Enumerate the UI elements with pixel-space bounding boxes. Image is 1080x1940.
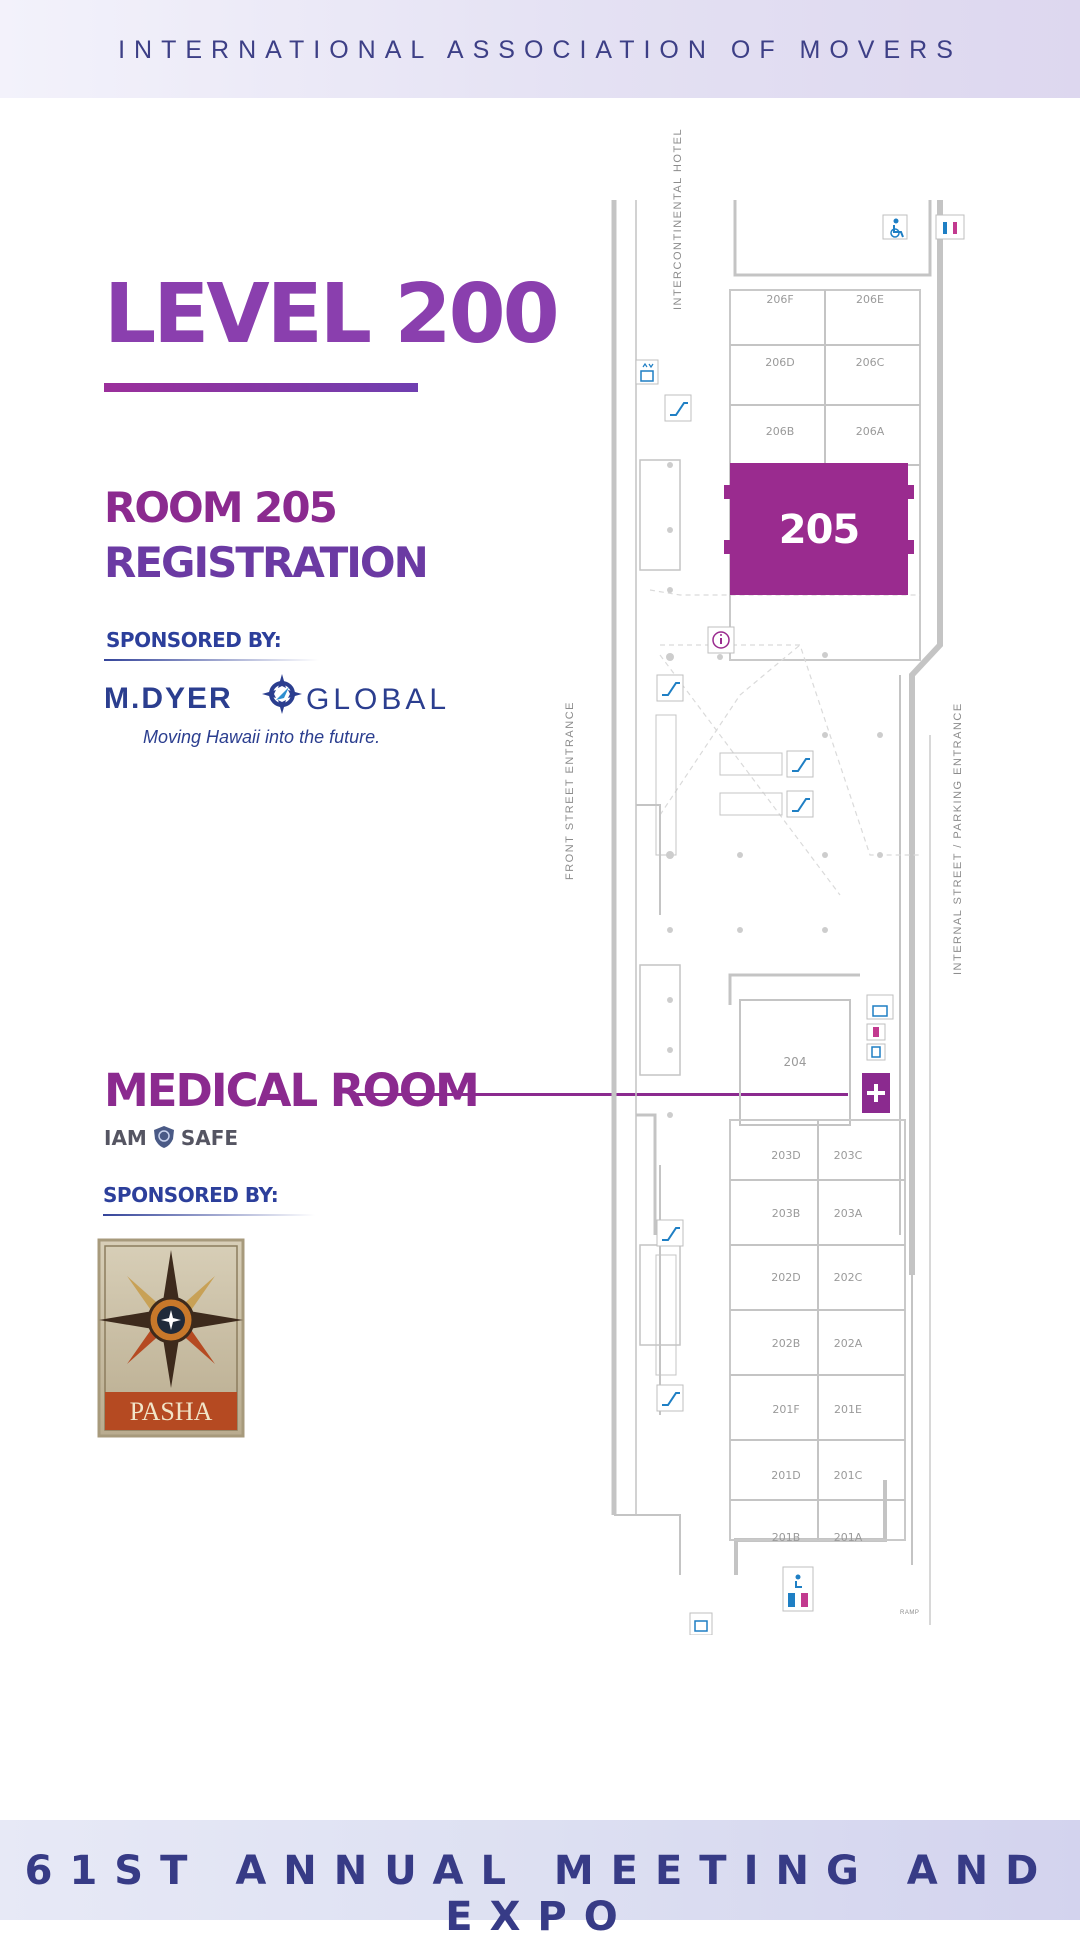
ramp-label: RAMP (900, 1610, 920, 1616)
room-201a: 201A (834, 1531, 863, 1544)
compass-icon (262, 674, 302, 714)
shield-icon (153, 1126, 174, 1148)
footer-band: 61ST ANNUAL MEETING AND EXPO (0, 1820, 1080, 1940)
room-201c: 201C (834, 1469, 863, 1482)
internal-street-label: INTERNAL STREET / PARKING ENTRANCE (952, 702, 964, 975)
room-204: 204 (784, 1055, 807, 1069)
room-202b: 202B (772, 1337, 801, 1350)
medical-sponsored-line (103, 1214, 315, 1216)
medical-pointer-line (350, 1093, 848, 1096)
level-underline (104, 383, 418, 392)
escalator-icon (656, 674, 684, 702)
room-205-highlight (730, 463, 908, 595)
registration-sponsored-label: SPONSORED BY: (106, 628, 282, 652)
escalator-icon (656, 1384, 684, 1412)
information-icon (707, 626, 735, 654)
iam-safe-right: SAFE (180, 1126, 239, 1150)
elevator-icon (866, 1043, 886, 1061)
compass-rose-icon (99, 1250, 243, 1388)
room-202d: 202D (771, 1271, 800, 1284)
room-206a: 206A (856, 425, 885, 438)
room-203a: 203A (834, 1207, 863, 1220)
room-203c: 203C (834, 1149, 863, 1162)
room-203d: 203D (771, 1149, 800, 1162)
registration-room: ROOM 205 (104, 483, 338, 532)
escalator-icon (786, 790, 814, 818)
restroom-icon (935, 214, 965, 240)
restroom-icon (866, 1023, 886, 1041)
accessible-restroom-icon (782, 1566, 814, 1612)
pasha-logo: PASHA (97, 1238, 245, 1438)
room-202a: 202A (834, 1337, 863, 1350)
registration-purpose: REGISTRATION (104, 538, 429, 587)
room-206f: 206F (766, 293, 793, 306)
registration-sponsored-line (104, 659, 319, 661)
intercontinental-hotel-label: INTERCONTINENTAL HOTEL (672, 127, 684, 310)
mdyer-name-right: GLOBAL (306, 683, 451, 716)
mdyer-name-left: M.DYER (104, 682, 233, 715)
room-201e: 201E (834, 1403, 862, 1416)
escalator-icon (786, 750, 814, 778)
floor-plan-map: 206F 206E 206D 206C 206B 206A 205 204 20… (611, 200, 965, 1635)
room-201f: 201F (772, 1403, 799, 1416)
footer-title: 61ST ANNUAL MEETING AND EXPO (24, 1848, 1056, 1940)
room-206e: 206E (856, 293, 884, 306)
room-202c: 202C (834, 1271, 863, 1284)
room-206c: 206C (856, 356, 885, 369)
room-206d: 206D (765, 356, 794, 369)
medical-room-title: MEDICAL ROOM (104, 1064, 480, 1117)
escalator-icon (664, 394, 692, 422)
room-205-label: 205 (779, 507, 860, 553)
room-201b: 201B (772, 1531, 801, 1544)
medical-sponsored-label: SPONSORED BY: (103, 1183, 279, 1207)
level-title: LEVEL 200 (104, 267, 560, 362)
medical-cross-icon (867, 1084, 885, 1102)
elevator-icon (689, 1612, 713, 1635)
escalator-icon (656, 1219, 684, 1247)
room-201d: 201D (771, 1469, 800, 1482)
header-band: INTERNATIONAL ASSOCIATION OF MOVERS (0, 0, 1080, 98)
pasha-name: PASHA (130, 1397, 213, 1426)
room-203b: 203B (772, 1207, 801, 1220)
iam-safe-badge: IAM SAFE (104, 1125, 238, 1150)
room-206b: 206B (766, 425, 795, 438)
elevator-icon (866, 994, 894, 1020)
iam-safe-left: IAM (104, 1126, 147, 1150)
header-title: INTERNATIONAL ASSOCIATION OF MOVERS (118, 36, 962, 64)
front-street-entrance-label: FRONT STREET ENTRANCE (564, 701, 576, 880)
elevator-icon (635, 359, 659, 385)
mdyer-tagline: Moving Hawaii into the future. (143, 727, 381, 747)
accessible-icon (882, 214, 908, 240)
